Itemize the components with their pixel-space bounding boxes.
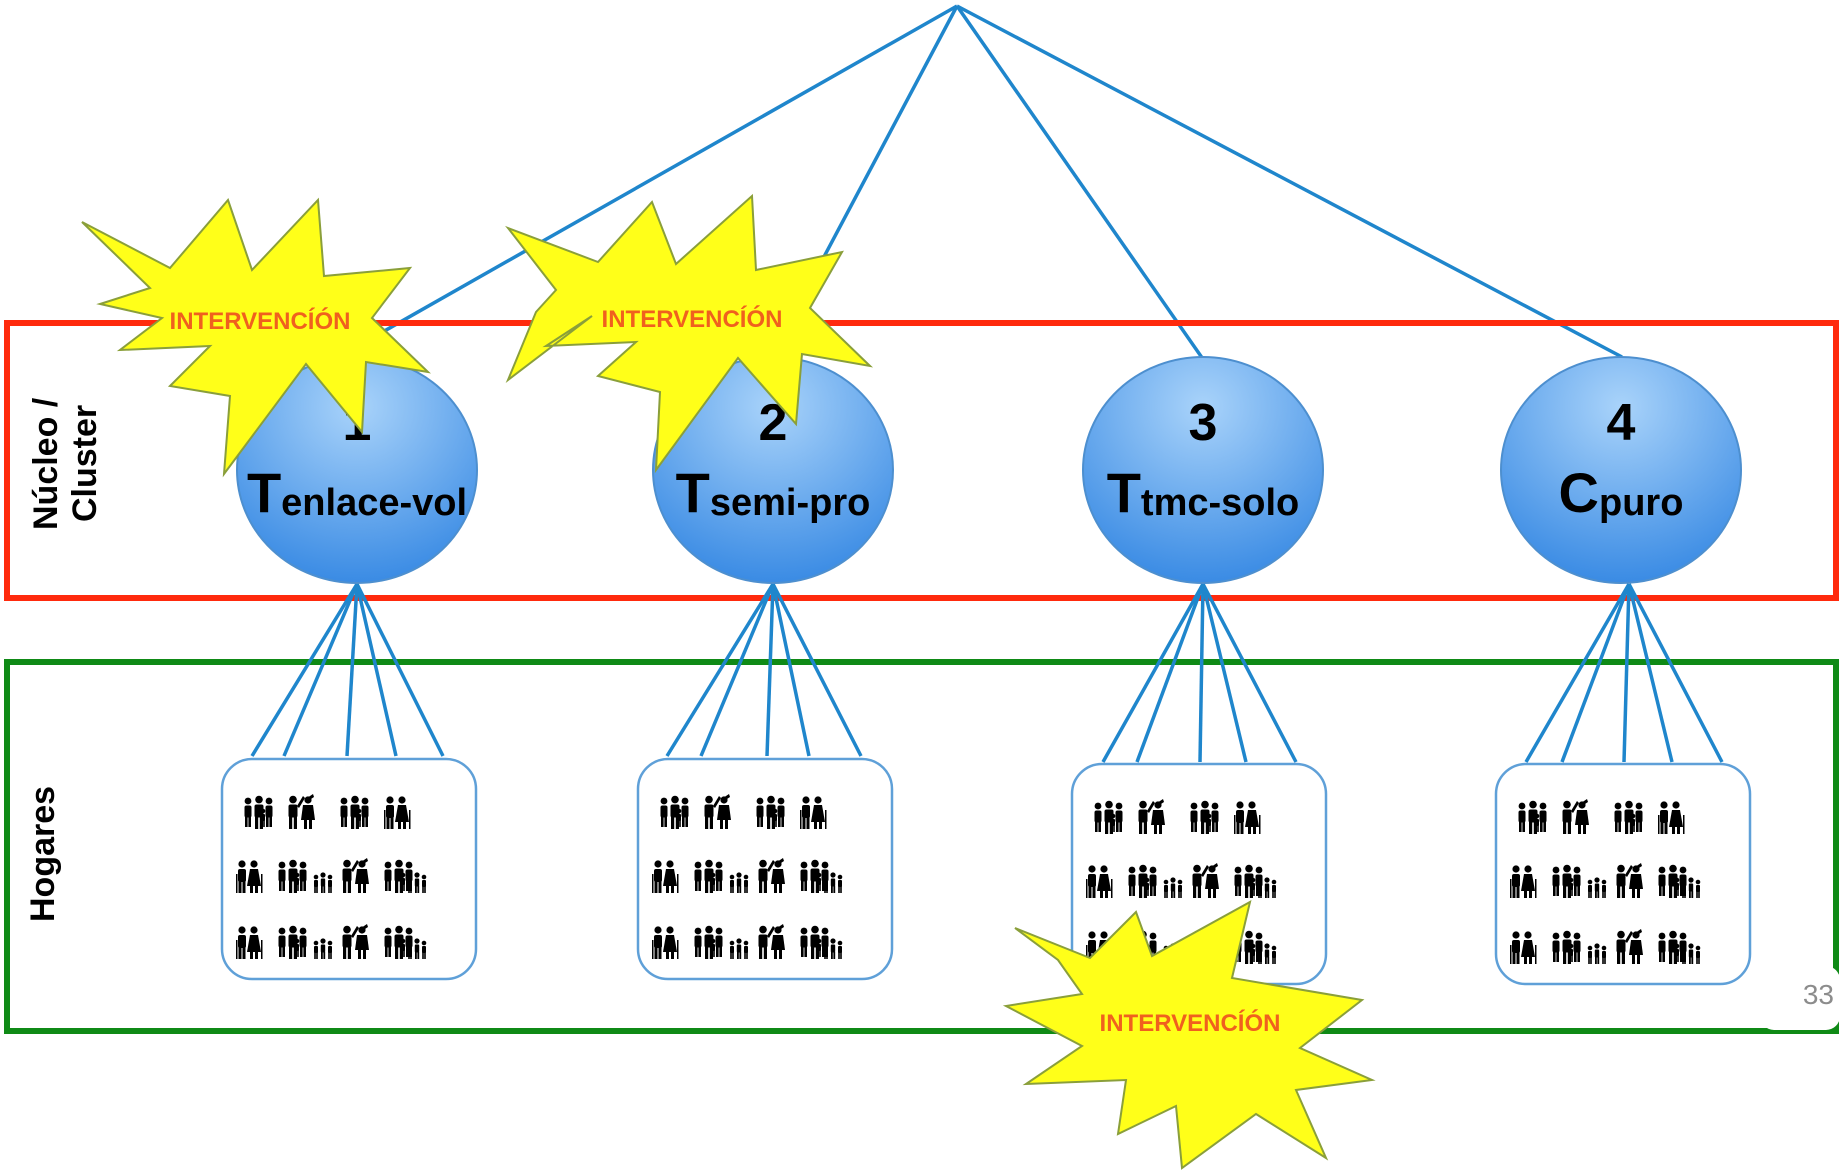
household-box-2 [636,757,894,981]
intervention-burst-3: INTERVENCÍÓN [1002,900,1376,1170]
top-connectors [357,4,1623,364]
cluster-label-line-2: Cluster [66,405,104,522]
connector-top-4 [956,4,1623,359]
svg-text:Ttmc-solo: Ttmc-solo [1107,461,1300,524]
connector-top-2 [815,5,959,271]
households-band [4,659,1839,1034]
intervention-label-3: INTERVENCÍÓN [1100,1009,1281,1037]
node-4-number: 4 [1607,394,1636,452]
households-label: Hogares [24,786,62,922]
intervention-burst-1: INTERVENCÍÓN [81,197,431,478]
node-2: 2 Tsemi-pro [652,356,894,584]
cluster-label-line-1: Núcleo / [27,397,65,530]
svg-text:Cpuro: Cpuro [1559,461,1684,524]
node-4-letter: C [1559,461,1599,524]
slide-number: 33 [1803,979,1834,1010]
svg-text:Tenlace-vol: Tenlace-vol [247,461,467,524]
node-3: 3 Ttmc-solo [1082,356,1324,584]
fan-4 [1524,583,1724,763]
node-3-number: 3 [1189,394,1218,452]
fan-2 [665,583,863,757]
household-box-4 [1494,762,1752,986]
fan-3 [1101,583,1298,763]
svg-text:Tsemi-pro: Tsemi-pro [676,461,871,524]
intervention-label-2: INTERVENCÍÓN [602,305,783,333]
fan-1 [250,583,445,757]
connector-top-1 [357,4,958,348]
bottom-connectors [250,583,1724,763]
node-4-subscript: puro [1599,482,1683,524]
cluster-band [4,320,1839,601]
intervention-label-1: INTERVENCÍÓN [170,307,351,335]
connector-top-3 [955,4,1207,364]
node-2-letter: T [676,461,710,524]
node-1-subscript: enlace-vol [281,482,467,524]
household-box-1 [220,757,478,981]
intervention-burst-2: INTERVENCÍÓN [505,193,874,474]
node-3-subscript: tmc-solo [1141,482,1299,524]
node-1-letter: T [247,461,281,524]
node-4: 4 Cpuro [1500,356,1742,584]
node-2-subscript: semi-pro [710,482,870,524]
slide-number-tab [1760,966,1840,1030]
node-3-letter: T [1107,461,1141,524]
